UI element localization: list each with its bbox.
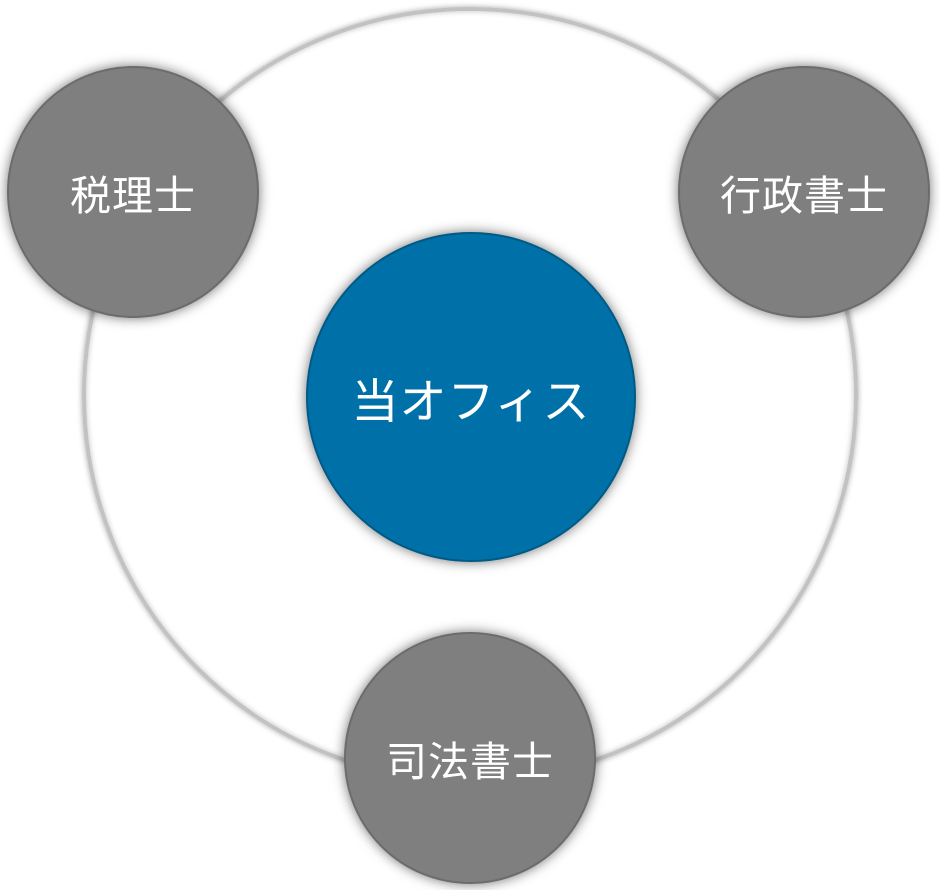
center-label: 当オフィス	[351, 374, 591, 430]
partner-label-administrative-scrivener: 行政書士	[720, 172, 888, 220]
partner-node-administrative-scrivener: 行政書士	[678, 66, 930, 318]
center-node-our-office: 当オフィス	[306, 232, 636, 562]
partner-label-judicial-scrivener: 司法書士	[386, 738, 554, 786]
partner-node-judicial-scrivener: 司法書士	[344, 632, 596, 884]
partner-node-tax-accountant: 税理士	[7, 66, 259, 318]
partner-label-tax-accountant: 税理士	[70, 172, 196, 220]
